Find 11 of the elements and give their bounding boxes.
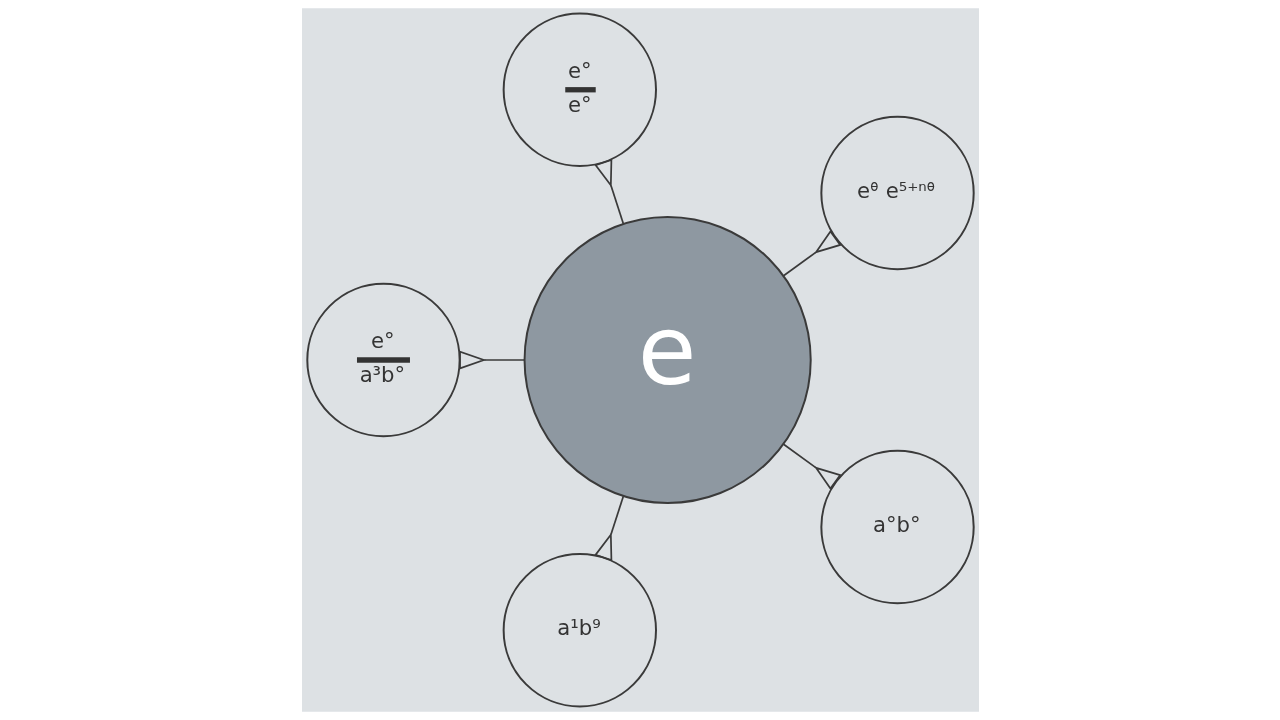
connector — [782, 229, 842, 277]
node-circle: a¹b⁹ — [502, 553, 657, 708]
node-circle: e — [523, 215, 812, 505]
connector — [593, 158, 624, 225]
connector — [458, 350, 525, 370]
node-circle: a°b° — [819, 449, 975, 605]
node-circle: eᶿ e⁵⁺ⁿᶿ — [819, 115, 975, 271]
node-circle: e° e° — [502, 12, 657, 167]
node-circle: e° a³b° — [305, 282, 461, 438]
connector — [782, 443, 842, 491]
connector — [593, 495, 624, 562]
